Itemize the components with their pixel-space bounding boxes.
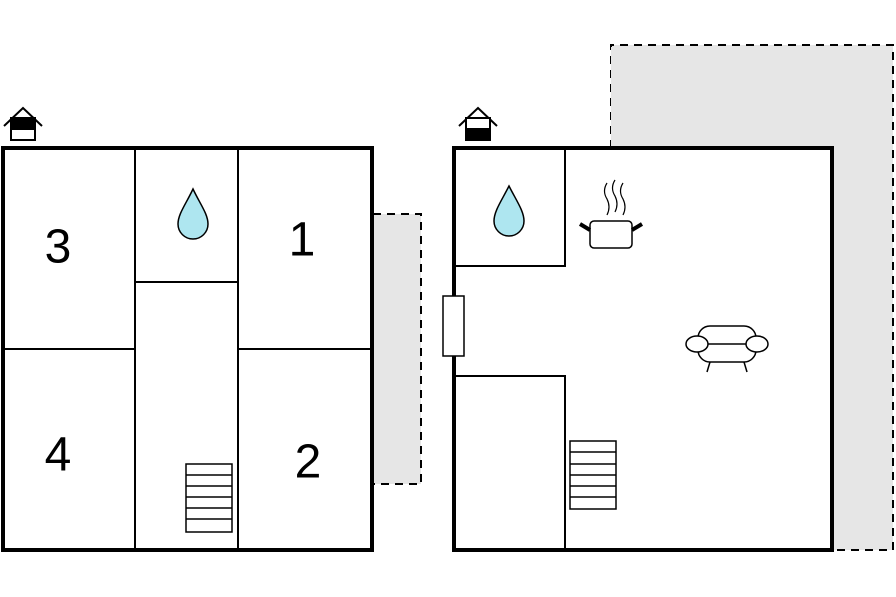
window-icon (442, 295, 465, 357)
sofa-icon (685, 325, 769, 373)
room-label-2: 2 (295, 436, 322, 489)
water-drop-icon (177, 187, 209, 240)
floor-plan-right (442, 44, 894, 552)
room-label-4: 4 (45, 429, 72, 482)
stairs-icon (569, 440, 617, 510)
room-label-3: 3 (45, 221, 72, 274)
water-drop-icon (493, 184, 525, 237)
interior-walls (3, 148, 372, 550)
floor-plan-left: 3 1 4 2 (1, 106, 422, 552)
interior-walls (454, 148, 566, 550)
room-label-1: 1 (289, 214, 316, 267)
terrace-area (372, 213, 422, 485)
cooking-pot-icon (578, 179, 644, 249)
house-entry-icon (3, 106, 43, 141)
house-entry-icon (458, 106, 498, 141)
stairs-icon (185, 463, 233, 533)
